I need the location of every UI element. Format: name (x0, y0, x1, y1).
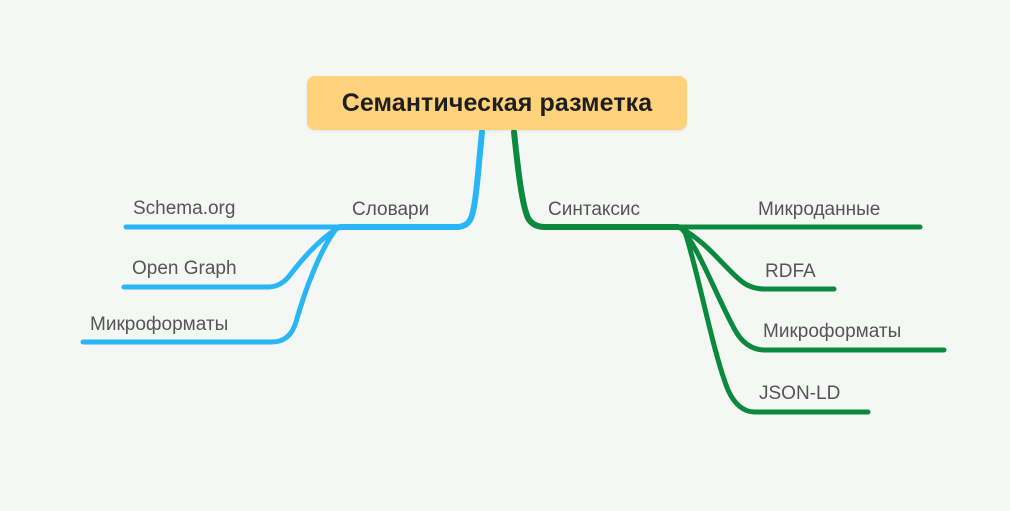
branch-node-sintaksis[interactable]: Синтаксис (548, 199, 641, 220)
connector-sintaksis-to-jsonld (681, 226, 871, 415)
leaf-node-rdfa[interactable]: RDFA (765, 261, 816, 282)
leaf-node-json-ld[interactable]: JSON-LD (759, 383, 841, 404)
connector-sintaksis-to-mikroformaty-right (679, 226, 947, 353)
connector-slovari-to-opengraph (121, 225, 341, 290)
root-node-label: Семантическая разметка (341, 88, 653, 117)
connector-root-to-slovari (337, 129, 485, 230)
leaf-node-open-graph[interactable]: Open Graph (132, 258, 237, 279)
leaf-node-schema-org[interactable]: Schema.org (133, 198, 236, 219)
leaf-node-mikroformaty-left[interactable]: Микроформаты (90, 314, 229, 335)
leaf-node-mikrodannye[interactable]: Микроданные (758, 199, 881, 220)
connector-slovari-to-mikroformaty-left (80, 226, 339, 345)
branch-node-slovari[interactable]: Словари (352, 199, 430, 220)
right-branch-connectors (511, 129, 947, 415)
left-branch-connectors (80, 129, 485, 345)
connector-sintaksis-to-rdfa (677, 225, 837, 292)
root-node[interactable]: Семантическая разметка (307, 76, 687, 130)
leaf-node-mikroformaty-right[interactable]: Микроформаты (763, 321, 902, 342)
connector-root-to-sintaksis (511, 129, 681, 230)
